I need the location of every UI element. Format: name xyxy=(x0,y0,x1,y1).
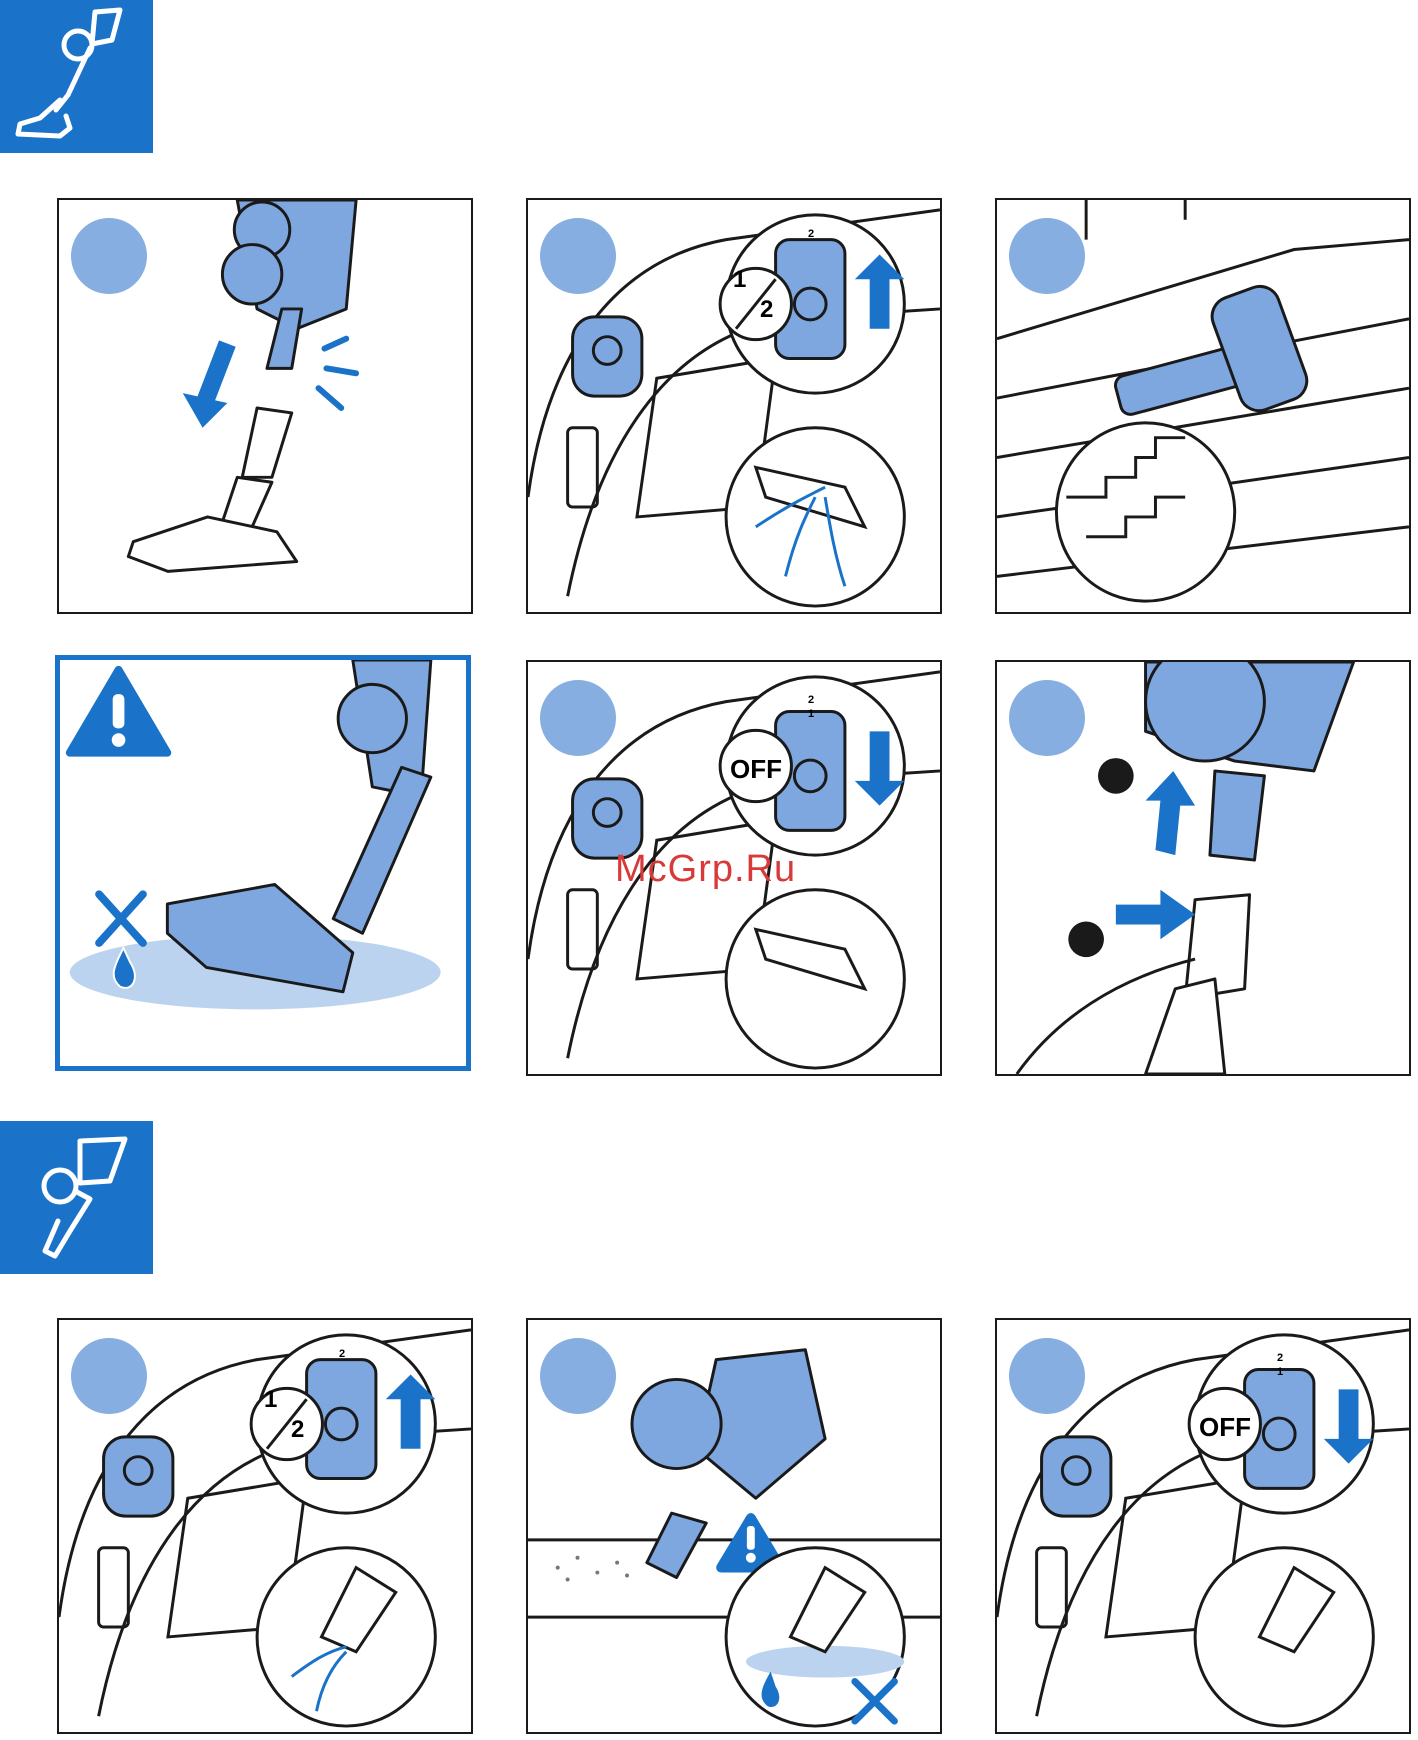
switch-label-top: 2 xyxy=(808,694,814,706)
off-badge: OFF xyxy=(730,754,782,785)
speed-badge-top: 1 xyxy=(264,1386,277,1414)
step-panel-stairs xyxy=(995,198,1411,614)
handheld-vacuum-icon xyxy=(0,1121,153,1274)
step-panel-handheld-use xyxy=(526,1318,942,1734)
stick-vacuum-icon xyxy=(0,0,153,153)
off-badge: OFF xyxy=(1199,1412,1251,1443)
switch-label-top: 2 xyxy=(808,228,814,240)
warning-panel-no-wet-surface xyxy=(55,655,471,1071)
speed-badge-bottom: 2 xyxy=(760,296,773,324)
speed-badge-bottom: 2 xyxy=(291,1416,304,1444)
switch-label-bottom: 1 xyxy=(1277,1366,1283,1378)
switch-label-bottom: 1 xyxy=(808,708,814,720)
switch-label-top: 2 xyxy=(339,1348,345,1360)
step-panel-attach-nozzle xyxy=(57,198,473,614)
step-panel-handheld-switch-on: 1 2 2 xyxy=(57,1318,473,1734)
switch-label-top: 2 xyxy=(1277,1352,1283,1364)
watermark: McGrp.Ru xyxy=(615,848,796,891)
step-panel-switch-on: 1 2 2 xyxy=(526,198,942,614)
speed-badge-top: 1 xyxy=(733,266,746,294)
step-panel-detach-handheld xyxy=(995,660,1411,1076)
step-panel-handheld-switch-off: OFF 2 1 xyxy=(995,1318,1411,1734)
